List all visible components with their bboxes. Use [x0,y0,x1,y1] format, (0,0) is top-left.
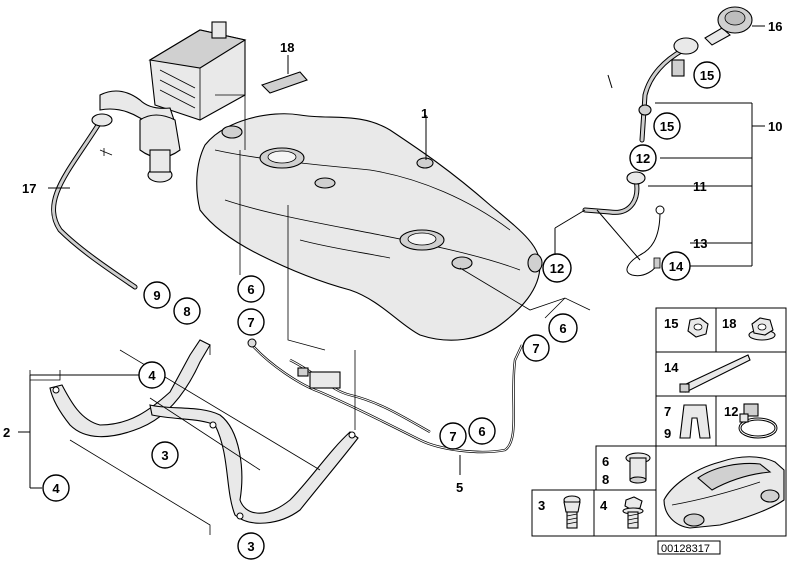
callout-16: 16 [768,19,782,34]
hose-clamp-icon [738,403,778,439]
charcoal-canister [99,21,247,183]
callout-13: 13 [693,236,707,251]
callout-17: 17 [22,181,36,196]
callout-15b: 15 [653,112,681,140]
callout-9: 9 [143,281,171,309]
svg-text:14: 14 [669,259,684,274]
table-label-9: 9 [664,426,671,441]
callout-7c: 7 [439,422,467,450]
callout-5: 5 [456,480,463,495]
table-label-4: 4 [600,498,608,513]
document-number: 00128317 [657,540,721,555]
filler-neck [638,6,765,143]
svg-text:6: 6 [247,282,254,297]
hose-17 [48,113,138,290]
parts-table: 15 18 14 7 9 12 6 8 3 4 [531,307,787,537]
svg-text:8: 8 [183,304,190,319]
callout-14: 14 [661,251,691,281]
bolt-icon [622,496,644,529]
svg-text:7: 7 [532,341,539,356]
callout-3a: 3 [151,441,179,469]
ground-strap-13 [596,205,665,277]
callout-11: 11 [693,179,707,194]
callout-12a: 12 [629,144,657,172]
svg-text:6: 6 [478,424,485,439]
svg-text:15: 15 [660,119,674,134]
dashed-leaders [215,94,591,351]
callout-4b: 4 [42,474,70,502]
callout-7a: 7 [237,308,265,336]
svg-text:12: 12 [550,261,564,276]
callout-7b: 7 [522,334,550,362]
flange-nut-icon [748,317,776,341]
callout-6b: 6 [548,313,578,343]
tank-straps [18,339,359,535]
callout-brackets-right [607,74,765,267]
callout-18: 18 [280,40,294,55]
svg-text:15: 15 [700,68,714,83]
plastic-screw-icon [563,495,581,529]
grommet-icon [625,452,651,484]
svg-text:6: 6 [559,321,566,336]
table-label-14: 14 [664,360,679,375]
callout-12b: 12 [542,253,572,283]
table-label-18: 18 [722,316,736,331]
svg-text:7: 7 [449,429,456,444]
fuel-lines-5 [247,338,524,475]
svg-text:3: 3 [161,448,168,463]
table-label-7: 7 [664,404,671,419]
callout-1: 1 [421,106,428,121]
table-label-15: 15 [664,316,678,331]
svg-text:4: 4 [52,481,60,496]
callout-3b: 3 [237,532,265,560]
clip-icon [679,404,711,439]
svg-text:00128317: 00128317 [661,543,710,555]
table-label-3: 3 [538,498,545,513]
svg-text:12: 12 [636,151,650,166]
filler-pipe-11 [554,171,690,262]
car-silhouette-icon [663,456,785,529]
callout-8: 8 [173,297,201,325]
cable-tie-icon [679,354,751,393]
svg-text:3: 3 [247,539,254,554]
svg-text:7: 7 [247,315,254,330]
callout-2: 2 [3,425,10,440]
part-18-pad [260,55,308,94]
callout-10: 10 [768,119,782,134]
svg-text:4: 4 [148,368,156,383]
callout-6c: 6 [468,417,496,445]
callout-15a: 15 [693,61,721,89]
svg-text:9: 9 [153,288,160,303]
table-label-6: 6 [602,454,609,469]
table-label-8: 8 [602,472,609,487]
callout-4a: 4 [138,361,166,389]
hex-nut-icon [687,317,709,338]
callout-6a: 6 [237,275,265,303]
fuel-tank [196,113,543,341]
table-label-12: 12 [724,404,738,419]
